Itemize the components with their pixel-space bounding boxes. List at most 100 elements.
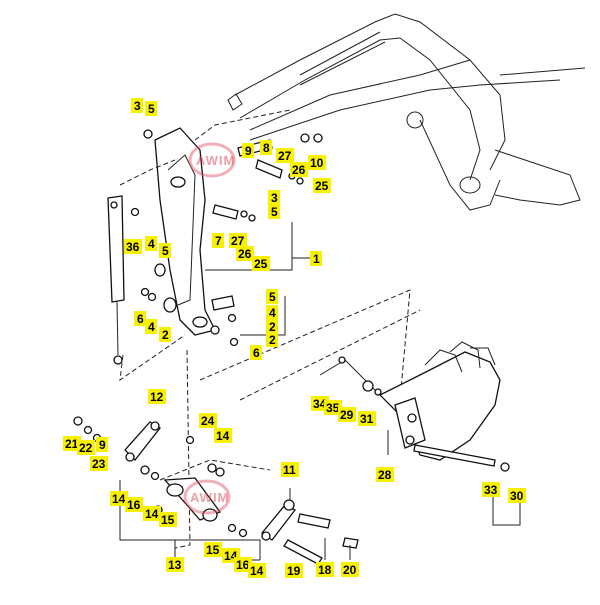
svg-text:19: 19 [287, 564, 301, 578]
svg-text:16: 16 [236, 558, 250, 572]
callout-21: 21 [63, 436, 81, 451]
callout-28: 28 [376, 467, 394, 482]
svg-text:13: 13 [168, 558, 182, 572]
svg-text:34: 34 [313, 397, 327, 411]
svg-text:10: 10 [310, 156, 324, 170]
callout-34: 34 [311, 396, 329, 411]
callout-26b: 26 [236, 246, 254, 261]
callout-16b: 16 [234, 557, 252, 572]
svg-text:12: 12 [150, 390, 164, 404]
svg-text:20: 20 [343, 563, 357, 577]
boom-arm-outline [227, 13, 586, 211]
callout-24: 24 [199, 413, 217, 428]
svg-text:14: 14 [145, 507, 159, 521]
callout-14b: 14 [110, 491, 128, 506]
callout-10: 10 [308, 155, 326, 170]
svg-text:24: 24 [201, 414, 215, 428]
callout-1: 1 [310, 251, 322, 266]
svg-text:5: 5 [269, 290, 276, 304]
callout-29: 29 [338, 407, 356, 422]
dashed-guides-top [119, 109, 421, 549]
callout-31: 31 [358, 411, 376, 426]
svg-text:5: 5 [271, 205, 278, 219]
callout-25: 25 [313, 178, 331, 193]
svg-text:25: 25 [315, 179, 329, 193]
callout-2b: 2 [266, 319, 278, 334]
svg-text:7: 7 [215, 234, 222, 248]
svg-text:26: 26 [238, 247, 252, 261]
svg-text:6: 6 [253, 346, 260, 360]
callout-3: 3 [131, 98, 143, 113]
svg-text:21: 21 [65, 437, 79, 451]
svg-text:4: 4 [148, 237, 155, 251]
svg-text:31: 31 [360, 412, 374, 426]
callout-9b: 9 [96, 437, 108, 452]
svg-text:9: 9 [245, 144, 252, 158]
svg-text:2: 2 [269, 333, 276, 347]
callout-2c: 2 [266, 332, 278, 347]
svg-text:2: 2 [162, 328, 169, 342]
svg-text:5: 5 [148, 102, 155, 116]
svg-text:16: 16 [127, 498, 141, 512]
callout-14e: 14 [248, 563, 266, 578]
callout-5b: 5 [268, 204, 280, 219]
callout-11: 11 [281, 462, 299, 477]
svg-text:4: 4 [148, 320, 155, 334]
callouts: 3 5 9 8 27 10 26 25 3 5 7 27 26 25 36 1 … [63, 98, 526, 578]
callout-18: 18 [316, 562, 334, 577]
callout-25b: 25 [252, 256, 270, 271]
svg-text:5: 5 [162, 244, 169, 258]
lower-bushings [140, 263, 239, 347]
callout-13: 13 [166, 557, 184, 572]
callout-15b: 15 [204, 542, 222, 557]
svg-text:27: 27 [278, 149, 292, 163]
callout-23: 23 [90, 456, 108, 471]
svg-text:23: 23 [92, 457, 106, 471]
callout-5c: 5 [159, 243, 171, 258]
svg-text:25: 25 [254, 257, 268, 271]
gas-strut [107, 195, 125, 365]
callout-2a: 2 [159, 327, 171, 342]
svg-text:2: 2 [269, 320, 276, 334]
callout-15a: 15 [159, 512, 177, 527]
callout-7: 7 [212, 233, 224, 248]
svg-text:15: 15 [206, 543, 220, 557]
svg-text:1: 1 [313, 252, 320, 266]
svg-text:29: 29 [340, 408, 354, 422]
watermark-logo-bottom: AWIM [183, 479, 231, 515]
svg-text:9: 9 [99, 438, 106, 452]
svg-text:15: 15 [161, 513, 175, 527]
svg-text:27: 27 [231, 234, 245, 248]
svg-text:30: 30 [510, 489, 524, 503]
callout-20: 20 [341, 562, 359, 577]
watermark-logo-top: AWIM [188, 142, 236, 178]
callout-30: 30 [508, 488, 526, 503]
svg-text:3: 3 [271, 191, 278, 205]
callout-35: 35 [324, 400, 342, 415]
callout-5d: 5 [266, 289, 278, 304]
bucket [319, 341, 510, 472]
callout-19: 19 [285, 563, 303, 578]
svg-text:33: 33 [484, 483, 498, 497]
svg-text:14: 14 [250, 564, 264, 578]
svg-text:36: 36 [126, 240, 140, 254]
callout-3b: 3 [268, 190, 280, 205]
callout-9: 9 [242, 143, 254, 158]
callout-4a: 4 [145, 236, 157, 251]
svg-text:35: 35 [326, 401, 340, 415]
svg-text:18: 18 [318, 563, 332, 577]
svg-text:6: 6 [137, 312, 144, 326]
callout-27: 27 [276, 148, 294, 163]
callout-6b: 6 [250, 345, 262, 360]
svg-text:8: 8 [263, 141, 270, 155]
callout-26: 26 [290, 162, 308, 177]
callout-5: 5 [145, 101, 157, 116]
svg-text:14: 14 [112, 492, 126, 506]
callout-14c: 14 [143, 506, 161, 521]
svg-text:14: 14 [216, 429, 230, 443]
svg-text:26: 26 [292, 163, 306, 177]
callout-22: 22 [77, 440, 95, 455]
callout-4b: 4 [145, 319, 157, 334]
